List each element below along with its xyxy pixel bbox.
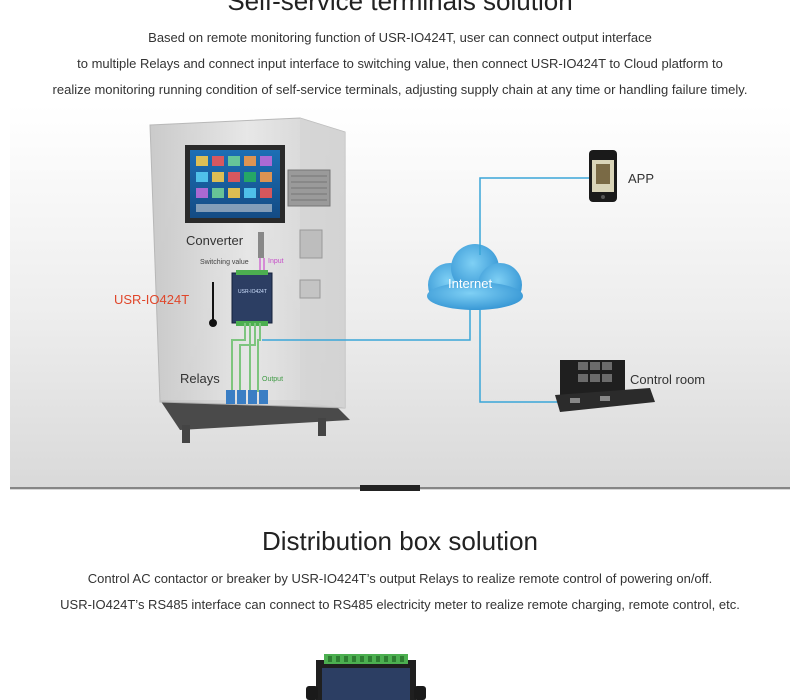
section-description: Based on remote monitoring function of U… bbox=[0, 25, 800, 103]
phone-icon bbox=[589, 150, 617, 202]
cabinet-base bbox=[160, 400, 350, 430]
control-room-icon bbox=[555, 360, 655, 412]
cabinet-side bbox=[300, 118, 345, 408]
converter-device bbox=[258, 232, 264, 258]
internet-cloud bbox=[427, 244, 523, 310]
cabinet-foot bbox=[182, 425, 190, 443]
description-line: USR-IO424T’s RS485 interface can connect… bbox=[60, 597, 740, 612]
screen-tiles bbox=[196, 156, 272, 212]
section-description: Control AC contactor or breaker by USR-I… bbox=[0, 566, 800, 618]
app-label: APP bbox=[628, 171, 654, 186]
input-label: Input bbox=[268, 258, 284, 265]
card-reader bbox=[299, 279, 321, 299]
link-line bbox=[479, 310, 580, 403]
background-floor bbox=[10, 105, 790, 490]
description-line: realize monitoring running condition of … bbox=[52, 82, 748, 97]
usr-io424t-device-image bbox=[306, 654, 426, 700]
vent-slats bbox=[291, 175, 327, 201]
switching-value-label: Switching value bbox=[200, 259, 249, 266]
terminal-network-diagram: Converter Switching value Input USR-IO42… bbox=[10, 105, 790, 491]
output-lines bbox=[231, 323, 261, 392]
internet-label: Internet bbox=[448, 276, 492, 291]
divider-tab bbox=[360, 485, 420, 491]
svg-text:USR-IO424T: USR-IO424T bbox=[238, 289, 267, 295]
relays-label: Relays bbox=[180, 371, 220, 386]
device-label: USR-IO424T bbox=[114, 292, 189, 307]
description-line: to multiple Relays and connect input int… bbox=[77, 56, 723, 71]
description-line: Based on remote monitoring function of U… bbox=[148, 30, 652, 45]
relay-blocks bbox=[226, 390, 268, 404]
card-slot bbox=[299, 229, 323, 259]
link-line bbox=[479, 177, 590, 255]
section-title: Distribution box solution bbox=[261, 526, 539, 556]
control-room-label: Control room bbox=[630, 372, 705, 387]
link-line bbox=[262, 300, 471, 341]
usr-io424t-device bbox=[231, 272, 273, 324]
section-title: Self-service terminals solution bbox=[227, 0, 573, 16]
converter-label: Converter bbox=[186, 233, 244, 248]
output-label: Output bbox=[262, 376, 283, 383]
description-line: Control AC contactor or breaker by USR-I… bbox=[87, 571, 713, 586]
cabinet-foot bbox=[318, 418, 326, 436]
